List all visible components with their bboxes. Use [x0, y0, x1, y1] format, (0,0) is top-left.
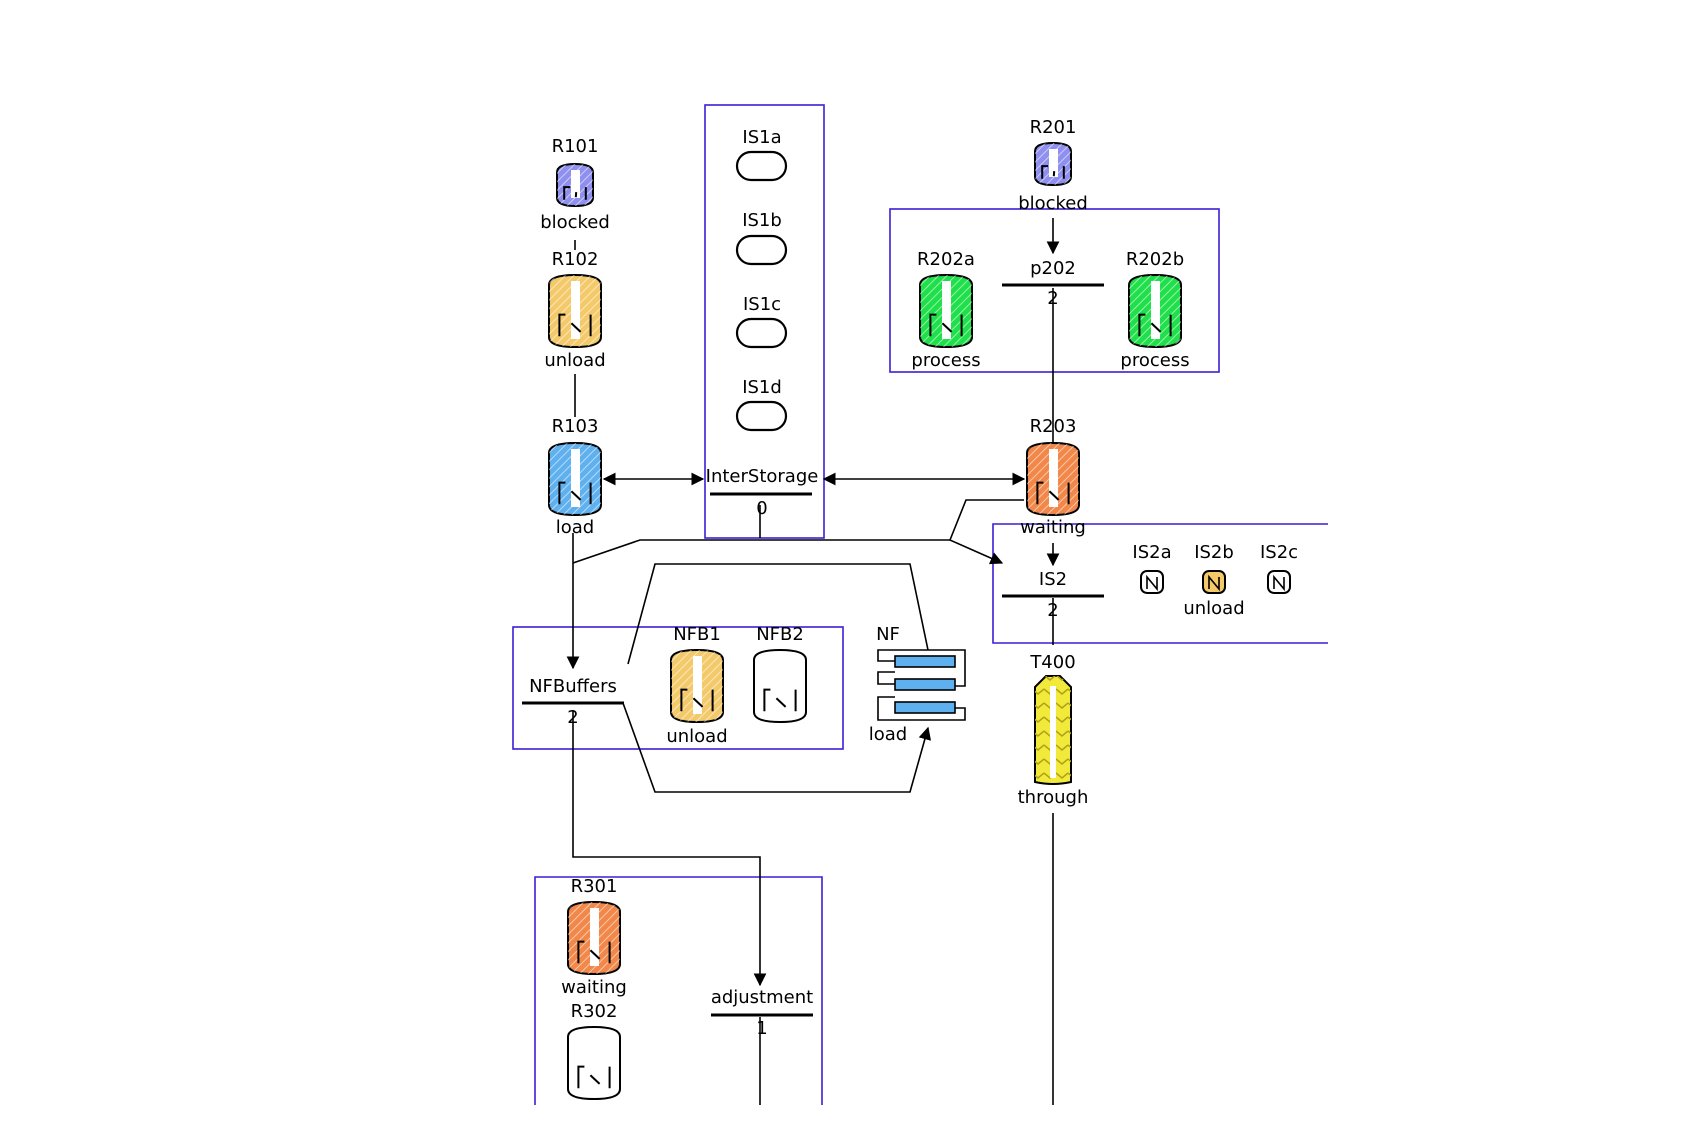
unit-label: IS2a — [1132, 542, 1171, 563]
resource-label: p202 — [1030, 258, 1076, 279]
vessel-r302[interactable]: R302 — [567, 1001, 621, 1101]
vessel-nfb2[interactable]: NFB2 — [753, 624, 807, 724]
resource-label: InterStorage — [706, 466, 819, 487]
storage-is1b[interactable]: IS1b — [735, 210, 788, 266]
resource-nfbuffers[interactable]: NFBuffers 2 — [522, 676, 624, 728]
connections — [566, 218, 1060, 1105]
vessel-nfb1[interactable]: NFB1 unload — [666, 624, 727, 747]
group-boxes — [512, 104, 1328, 1105]
nf-filter[interactable]: NF load — [869, 624, 966, 745]
unit-label: IS2c — [1260, 542, 1298, 563]
tank-label: T400 — [1029, 652, 1075, 673]
resource-label: NFBuffers — [529, 676, 617, 697]
storage-label: IS1a — [742, 127, 781, 148]
resources: InterStorage 0 p202 2 IS2 2 NFBuffers 2 … — [522, 258, 1104, 1039]
group-interstorage — [704, 104, 825, 539]
storage-is1a[interactable]: IS1a — [735, 127, 788, 182]
vessel-label: R101 — [552, 136, 599, 157]
vessel-r101[interactable]: R101 blocked — [540, 136, 610, 233]
resource-label: adjustment — [711, 987, 813, 1008]
vessel-status: process — [1120, 350, 1189, 371]
vessel-r102[interactable]: R102 unload — [544, 249, 605, 371]
vessels: R101blockedR102unloadR103loadR201blocked… — [540, 117, 1190, 1101]
group-r202 — [889, 208, 1220, 373]
storage-is1d[interactable]: IS1d — [735, 377, 788, 432]
vessel-r103[interactable]: R103 load — [548, 416, 602, 538]
vessel-status: load — [556, 517, 594, 538]
unit-is2a[interactable]: IS2a — [1132, 542, 1172, 594]
nf-membrane — [894, 678, 956, 691]
nf-membrane — [894, 701, 956, 714]
resource-count: 2 — [567, 707, 578, 728]
tank-t400[interactable]: T400 through — [1018, 652, 1089, 808]
storage-label: IS1c — [743, 294, 781, 315]
resource-p202[interactable]: p202 2 — [1002, 258, 1104, 309]
vessel-label: NFB1 — [673, 624, 721, 645]
vessel-r301[interactable]: R301 waiting — [561, 876, 627, 998]
nf-label: NF — [876, 624, 900, 645]
vessel-label: R202a — [917, 249, 975, 270]
vessel-status: unload — [544, 350, 605, 371]
vessel-label: R202b — [1126, 249, 1184, 270]
resource-is2[interactable]: IS2 2 — [1002, 569, 1104, 621]
storage-label: IS1b — [742, 210, 782, 231]
vessel-r203[interactable]: R203 waiting — [1020, 416, 1086, 538]
vessel-label: R103 — [552, 416, 599, 437]
resource-count: 1 — [756, 1018, 767, 1039]
resource-adjustment[interactable]: adjustment 1 — [711, 987, 813, 1039]
vessel-r201[interactable]: R201 blocked — [1018, 117, 1088, 214]
group-r301 — [534, 876, 823, 1105]
vessel-status: blocked — [1018, 193, 1088, 214]
resource-label: IS2 — [1039, 569, 1067, 590]
vessel-label: R302 — [571, 1001, 618, 1022]
storage-is1c[interactable]: IS1c — [735, 294, 788, 349]
tank-status: through — [1018, 787, 1089, 808]
group-nfbuffers — [512, 626, 844, 750]
vessel-status: waiting — [561, 977, 627, 998]
is2-units: IS2a IS2b unload IS2c — [1132, 542, 1298, 619]
vessel-label: R203 — [1030, 416, 1077, 437]
vessel-status: waiting — [1020, 517, 1086, 538]
resource-count: 0 — [756, 498, 767, 519]
resource-count: 2 — [1047, 288, 1058, 309]
vessel-label: NFB2 — [756, 624, 804, 645]
vessel-status: blocked — [540, 212, 610, 233]
unit-label: IS2b — [1194, 542, 1234, 563]
vessel-label: R102 — [552, 249, 599, 270]
vessel-r202a[interactable]: R202a process — [911, 249, 980, 371]
nf-membrane — [894, 655, 956, 668]
unit-status: unload — [1183, 598, 1244, 619]
vessel-label: R301 — [571, 876, 618, 897]
is1-storages: IS1a IS1b IS1c IS1d — [735, 127, 788, 432]
storage-label: IS1d — [742, 377, 782, 398]
resource-count: 2 — [1047, 600, 1058, 621]
nf-status: load — [869, 724, 907, 745]
vessel-body — [753, 648, 807, 724]
unit-is2b[interactable]: IS2b unload — [1183, 542, 1244, 619]
vessel-status: process — [911, 350, 980, 371]
vessel-label: R201 — [1030, 117, 1077, 138]
vessel-r202b[interactable]: R202b process — [1120, 249, 1189, 371]
unit-is2c[interactable]: IS2c — [1260, 542, 1298, 594]
vessel-body — [567, 1025, 621, 1101]
group-is2 — [992, 523, 1328, 644]
resource-interstorage[interactable]: InterStorage 0 — [706, 466, 819, 519]
vessel-status: unload — [666, 726, 727, 747]
